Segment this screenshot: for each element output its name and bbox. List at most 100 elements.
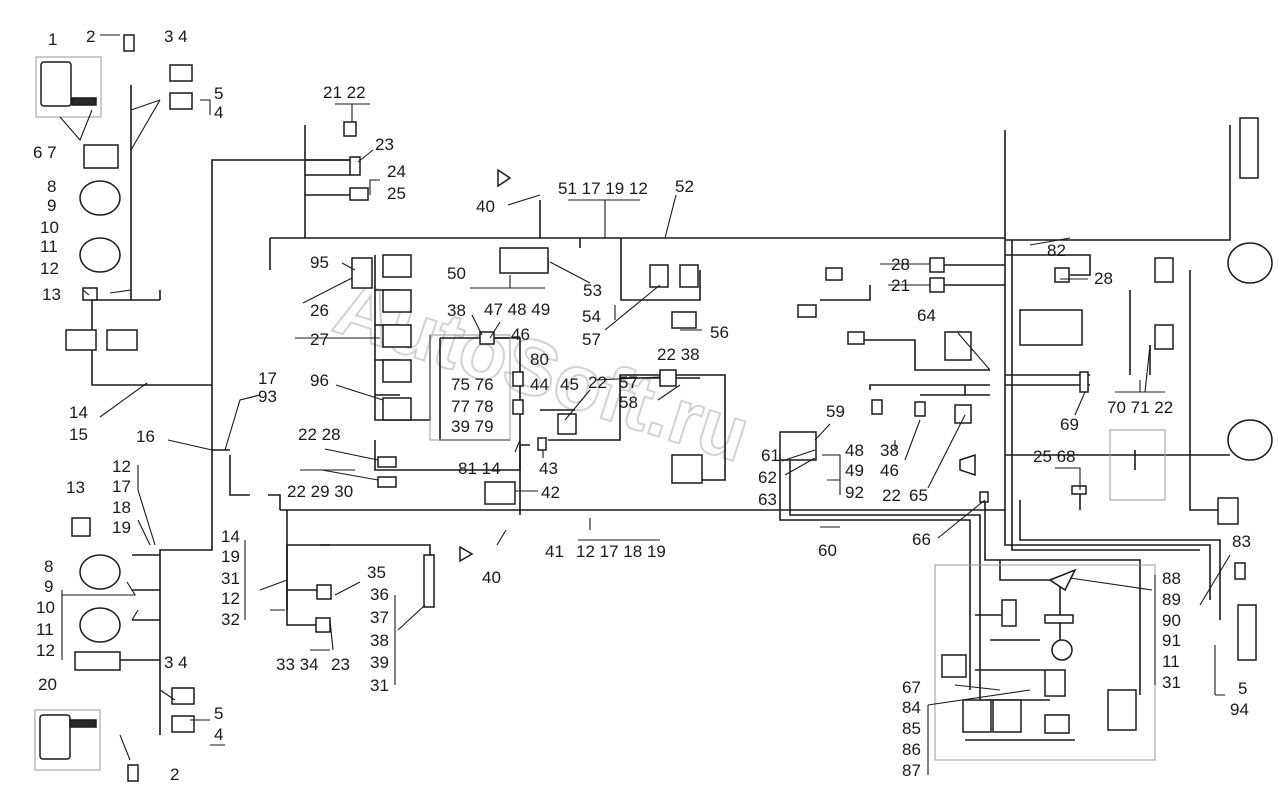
callout-16: 16: [136, 427, 155, 446]
callout-5-b: 5: [214, 704, 223, 723]
callout-11-b: 11: [36, 620, 54, 639]
sensor-icon: [512, 371, 524, 387]
callout-20: 20: [38, 675, 57, 694]
callout-21-22: 21 22: [323, 83, 366, 102]
callout-53: 53: [583, 281, 602, 300]
callout-52: 52: [675, 177, 694, 196]
callout-22-28: 22 28: [298, 425, 341, 444]
callout-10: 10: [40, 218, 59, 237]
horn-icon: [82, 287, 98, 301]
switch-terminal-icon: [69, 719, 97, 728]
switch-icon: [679, 264, 699, 288]
callout-31-b: 31: [370, 676, 389, 695]
callout-10-b: 10: [36, 598, 55, 617]
callout-38-a: 38: [447, 301, 466, 320]
sidelight-icon: [83, 144, 119, 169]
callout-95: 95: [310, 253, 329, 272]
callout-67: 67: [902, 678, 921, 697]
lamp-icon: [71, 517, 91, 537]
switch-icon: [649, 264, 669, 288]
fuse-icon: [123, 34, 135, 52]
sensor-icon: [914, 401, 926, 417]
callout-86: 86: [902, 740, 921, 759]
connector-icon: [315, 617, 331, 633]
callout-13-b: 13: [66, 478, 85, 497]
callout-12-d: 12: [221, 589, 240, 608]
switch-module-icon: [39, 714, 71, 760]
connector-icon: [169, 64, 193, 82]
component-box-relay-group: [429, 334, 511, 441]
sensor-icon: [537, 437, 547, 451]
callout-3-4-b: 3 4: [164, 653, 188, 672]
ground-icon: [459, 545, 474, 563]
callout-31: 31: [221, 569, 240, 588]
callout-80: 80: [530, 350, 549, 369]
callout-21: 21: [891, 276, 910, 295]
callout-12-c: 12: [36, 641, 55, 660]
callout-22-c: 22: [882, 486, 901, 505]
switch-terminal-icon: [71, 97, 97, 106]
callout-38-b: 38: [370, 631, 389, 650]
callout-92: 92: [845, 483, 864, 502]
callout-25-68: 25 68: [1033, 447, 1076, 466]
relay-icon: [1154, 257, 1174, 283]
callout-1: 1: [48, 30, 57, 49]
callout-28-b: 28: [1094, 269, 1113, 288]
callout-12: 12: [40, 259, 59, 278]
callout-77-78: 77 78: [451, 397, 494, 416]
ground-icon: [497, 168, 512, 188]
callout-4: 4: [214, 103, 223, 122]
callout-32: 32: [221, 610, 240, 629]
callout-54: 54: [582, 307, 601, 326]
callout-6-7: 6 7: [33, 143, 57, 162]
callout-37: 37: [370, 608, 389, 627]
callout-18: 18: [112, 498, 131, 517]
battery-icon: [962, 699, 992, 733]
callout-19: 19: [112, 518, 131, 537]
sensor-icon: [929, 277, 945, 293]
callout-11: 11: [40, 237, 58, 256]
relay-icon: [382, 254, 412, 278]
connector-icon: [316, 584, 332, 600]
callout-43: 43: [539, 459, 558, 478]
callout-31-c: 31: [1162, 673, 1181, 692]
callout-58: 58: [619, 393, 638, 412]
callout-87: 87: [902, 761, 921, 780]
lamp-icon: [1217, 497, 1239, 525]
relay-icon: [1107, 689, 1137, 731]
sensor-icon: [349, 156, 361, 176]
connector-icon: [171, 687, 195, 705]
callout-14: 14: [69, 403, 88, 422]
lamp-icon: [797, 304, 817, 318]
connector-icon: [377, 476, 397, 488]
callout-62: 62: [758, 468, 777, 487]
sensor-icon: [512, 399, 524, 415]
callout-51-17-19-12: 51 17 19 12: [558, 179, 648, 198]
callout-63: 63: [758, 490, 777, 509]
sensor-icon: [479, 331, 495, 345]
callout-81-14: 81 14: [458, 459, 501, 478]
callout-91: 91: [1162, 631, 1181, 650]
callout-4-b: 4: [214, 725, 223, 744]
callout-2-b: 2: [170, 765, 179, 784]
callout-82: 82: [1047, 241, 1066, 260]
callout-33-34: 33 34: [276, 655, 319, 674]
callout-85: 85: [902, 719, 921, 738]
callout-22-38: 22 38: [657, 345, 700, 364]
callout-69: 69: [1060, 415, 1079, 434]
callout-41: 41: [545, 542, 564, 561]
callout-50: 50: [447, 264, 466, 283]
callout-93: 93: [258, 387, 277, 406]
callout-46-c: 46: [880, 461, 899, 480]
gauge-icon: [1051, 639, 1073, 661]
callout-12-b: 12: [112, 457, 131, 476]
callout-3-4: 3 4: [164, 27, 188, 46]
callout-35: 35: [367, 563, 386, 582]
fuse-icon: [127, 764, 139, 782]
sensor-icon: [929, 257, 945, 273]
callout-40-b: 40: [482, 568, 501, 587]
callout-61: 61: [761, 446, 780, 465]
callout-90: 90: [1162, 611, 1181, 630]
callout-64: 64: [917, 306, 936, 325]
